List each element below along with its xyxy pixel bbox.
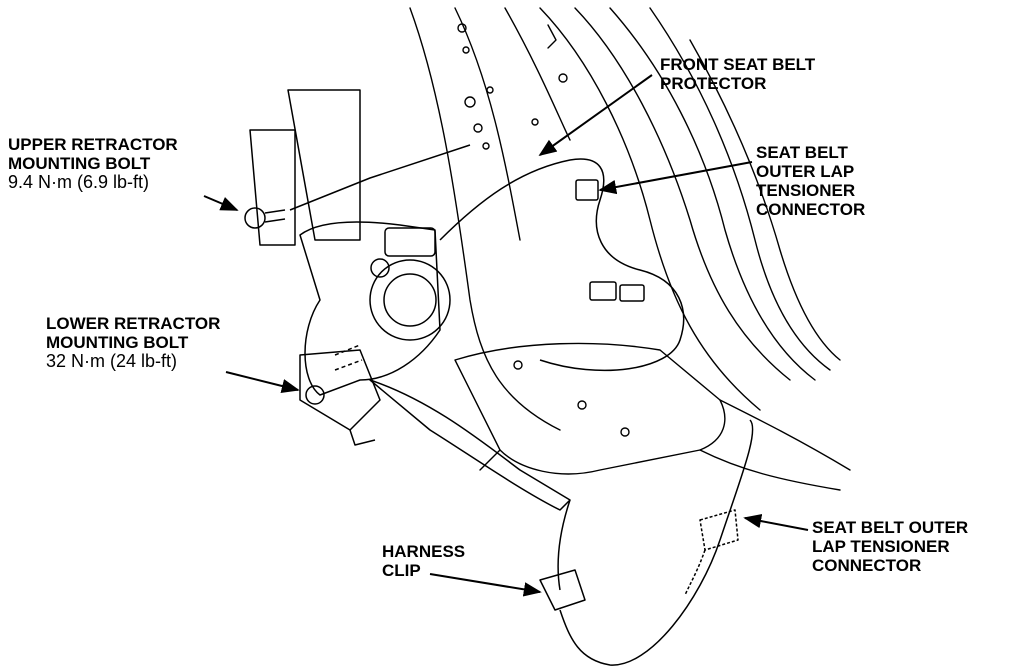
label-seat-belt-outer-lap-tensioner-connector-lower: SEAT BELT OUTER LAP TENSIONER CONNECTOR [812, 518, 969, 575]
label-harness-clip: HARNESS CLIP [382, 542, 466, 580]
label-lower-retractor-mounting-bolt: LOWER RETRACTOR MOUNTING BOLT 32 N·m (24… [46, 314, 221, 371]
body-pillar-structure [409, 7, 851, 491]
retractor-assembly [244, 89, 754, 666]
label-seat-belt-outer-lap-tensioner-connector-upper: SEAT BELT OUTER LAP TENSIONER CONNECTOR [756, 143, 866, 219]
label-front-seat-belt-protector: FRONT SEAT BELT PROTECTOR [660, 55, 816, 93]
label-upper-retractor-mounting-bolt: UPPER RETRACTOR MOUNTING BOLT 9.4 N·m (6… [8, 135, 178, 192]
leader-arrows [203, 74, 809, 597]
